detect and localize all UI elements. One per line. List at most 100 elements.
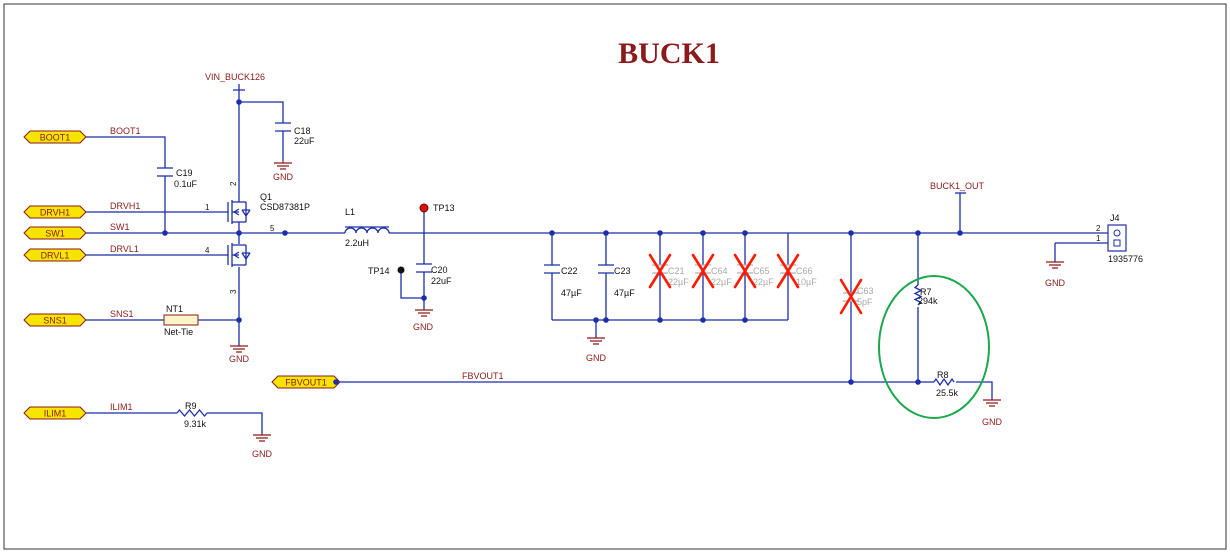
svg-text:BOOT1: BOOT1 (40, 133, 71, 143)
highlight-ellipse (878, 275, 990, 419)
connector-j4[interactable]: J4 2 1 1935776 (1096, 213, 1143, 264)
dnp-cross (839, 278, 863, 315)
capacitor-c19[interactable]: C19 0.1uF (157, 167, 198, 189)
svg-text:3: 3 (229, 289, 238, 294)
net-label-vin: VIN_BUCK126 (205, 72, 265, 82)
nettie-nt1[interactable]: NT1 Net-Tie (163, 304, 199, 337)
svg-text:C66: C66 (796, 266, 813, 276)
capacitor-c64-dnp[interactable]: C64 22µF (691, 253, 732, 289)
svg-text:1: 1 (1096, 234, 1101, 243)
svg-text:R7: R7 (920, 287, 932, 297)
ground-symbol-q1: GND (229, 345, 250, 364)
svg-text:22uF: 22uF (294, 136, 315, 146)
capacitor-c23[interactable]: C23 47µF (598, 264, 635, 298)
net-label-buck1-out: BUCK1_OUT (930, 181, 985, 191)
svg-text:DRVL1: DRVL1 (41, 251, 70, 261)
mosfet-q1[interactable]: Q1 CSD87381P 2 1 5 4 3 (205, 181, 310, 294)
svg-text:47µF: 47µF (614, 288, 635, 298)
svg-text:R8: R8 (937, 370, 949, 380)
svg-text:C18: C18 (294, 126, 311, 136)
svg-text:5pF: 5pF (857, 297, 873, 307)
net-label-boot1: BOOT1 (110, 126, 141, 136)
svg-text:10µF: 10µF (796, 277, 817, 287)
dnp-cross (648, 253, 672, 289)
capacitor-c63-dnp[interactable]: C63 5pF (839, 278, 874, 315)
svg-text:L1: L1 (345, 207, 355, 217)
capacitor-c65-dnp[interactable]: C65 22µF (733, 253, 774, 289)
svg-text:GND: GND (586, 353, 607, 363)
svg-text:2: 2 (229, 181, 238, 186)
dnp-cross (776, 253, 800, 289)
svg-text:ILIM1: ILIM1 (44, 409, 67, 419)
svg-text:J4: J4 (1110, 213, 1120, 223)
svg-text:FBVOUT1: FBVOUT1 (285, 378, 327, 388)
svg-text:5: 5 (270, 224, 275, 233)
svg-text:GND: GND (413, 322, 434, 332)
ground-symbol-r8: GND (982, 399, 1003, 427)
svg-text:C65: C65 (753, 266, 770, 276)
net-label-sns1: SNS1 (110, 309, 134, 319)
resistor-r9[interactable]: R9 9.31k (176, 401, 208, 429)
dnp-cross (691, 253, 715, 289)
svg-text:C63: C63 (857, 286, 874, 296)
svg-text:GND: GND (229, 354, 250, 364)
svg-text:SNS1: SNS1 (43, 316, 67, 326)
ground-symbol-c18: GND (273, 160, 294, 182)
svg-text:2: 2 (1096, 224, 1101, 233)
svg-text:GND: GND (252, 449, 273, 459)
svg-text:SW1: SW1 (45, 229, 65, 239)
svg-text:22µF: 22µF (668, 277, 689, 287)
ground-symbol-c20: GND (413, 309, 434, 332)
testpoint-tp13[interactable]: TP13 (419, 203, 455, 213)
svg-text:9.31k: 9.31k (184, 419, 207, 429)
capacitor-c21-dnp[interactable]: C21 22µF (648, 253, 689, 289)
dnp-cross (733, 253, 757, 289)
resistor-r8[interactable]: R8 25.5k (933, 370, 959, 398)
svg-text:GND: GND (982, 417, 1003, 427)
capacitor-c66-dnp[interactable]: C66 10µF (776, 253, 817, 289)
svg-text:294k: 294k (918, 296, 938, 306)
svg-text:22uF: 22uF (431, 276, 452, 286)
svg-text:0.1uF: 0.1uF (174, 179, 198, 189)
schematic-title: BUCK1 (618, 37, 720, 70)
svg-text:NT1: NT1 (166, 304, 183, 314)
port-ilim1[interactable]: ILIM1 (23, 406, 87, 420)
port-sns1[interactable]: SNS1 (23, 313, 87, 327)
svg-text:C21: C21 (668, 266, 685, 276)
svg-text:1: 1 (205, 203, 210, 212)
net-label-drvl1: DRVL1 (110, 244, 139, 254)
svg-text:C20: C20 (431, 265, 448, 275)
svg-text:TP13: TP13 (433, 203, 455, 213)
ground-symbol-r9: GND (252, 434, 273, 459)
testpoint-tp14[interactable]: TP14 (368, 266, 405, 276)
port-drvl1[interactable]: DRVL1 (23, 248, 87, 262)
sheet-border (3, 3, 1227, 550)
svg-text:25.5k: 25.5k (936, 388, 959, 398)
net-label-sw1: SW1 (110, 222, 130, 232)
port-sw1[interactable]: SW1 (23, 226, 87, 240)
inductor-l1[interactable]: L1 2.2uH (344, 207, 390, 248)
port-drvh1[interactable]: DRVH1 (23, 205, 87, 219)
port-fbvout1[interactable]: FBVOUT1 (271, 375, 341, 389)
svg-text:C64: C64 (711, 266, 728, 276)
resistor-r7[interactable]: R7 294k (913, 284, 938, 306)
svg-text:GND: GND (273, 172, 294, 182)
port-boot1[interactable]: BOOT1 (23, 130, 87, 144)
svg-text:DRVH1: DRVH1 (40, 208, 70, 218)
ground-symbol-j4: GND (1045, 261, 1066, 288)
svg-text:C19: C19 (176, 168, 193, 178)
svg-text:CSD87381P: CSD87381P (260, 202, 310, 212)
capacitor-c18[interactable]: C18 22uF (275, 122, 315, 146)
capacitor-c20[interactable]: C20 22uF (416, 263, 452, 286)
svg-text:4: 4 (205, 246, 210, 255)
svg-text:C22: C22 (561, 266, 578, 276)
svg-text:22µF: 22µF (711, 277, 732, 287)
svg-text:2.2uH: 2.2uH (345, 238, 369, 248)
net-label-ilim1: ILIM1 (110, 402, 133, 412)
svg-text:Net-Tie: Net-Tie (164, 327, 193, 337)
svg-text:TP14: TP14 (368, 266, 390, 276)
svg-text:R9: R9 (185, 401, 197, 411)
svg-text:Q1: Q1 (260, 192, 272, 202)
capacitor-c22[interactable]: C22 47µF (544, 264, 582, 298)
